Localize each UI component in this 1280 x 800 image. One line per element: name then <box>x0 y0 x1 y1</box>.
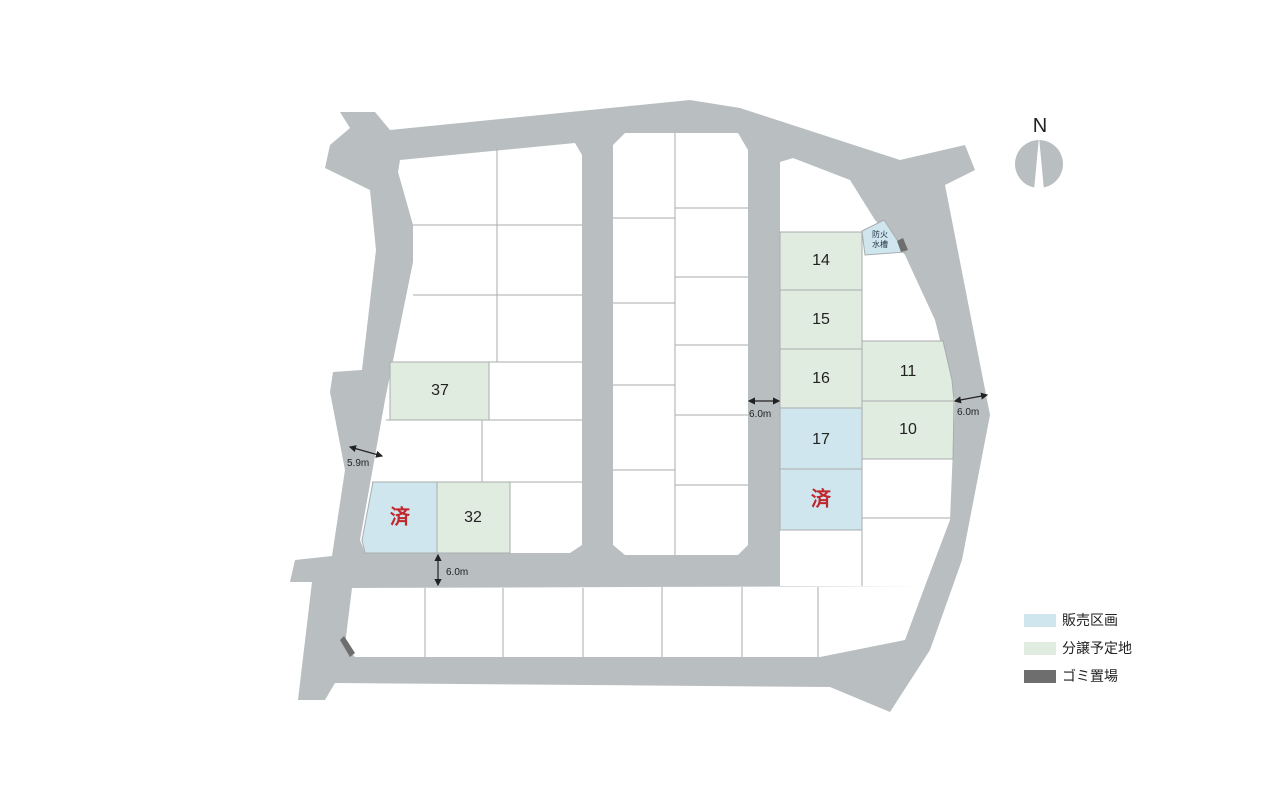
lot-15-label: 15 <box>812 311 830 328</box>
lot-11[interactable] <box>861 340 955 402</box>
dimension-south: 6.0m <box>446 567 468 578</box>
block-south <box>345 586 925 657</box>
lot-11-label: 11 <box>900 363 917 380</box>
dimension-east: 6.0m <box>957 407 979 418</box>
legend-swatch <box>1024 613 1056 627</box>
sold-mark: 済 <box>811 487 832 511</box>
sold-mark: 済 <box>390 505 411 529</box>
legend-item-planned: 分譲予定地 <box>1024 634 1132 662</box>
lot-37-label: 37 <box>431 382 449 399</box>
lot-sold-east[interactable] <box>779 468 863 531</box>
garbage-area-east <box>897 238 908 252</box>
legend-label: 分譲予定地 <box>1062 641 1132 657</box>
fire-tank-label-1: 防火 <box>872 229 888 239</box>
legend: 販売区画 分譲予定地 ゴミ置場 <box>1024 606 1132 690</box>
lot-32[interactable] <box>436 481 511 554</box>
dimension-arrow-east <box>953 392 989 404</box>
lot-32-label: 32 <box>464 509 482 526</box>
dimension-middle: 6.0m <box>749 409 771 420</box>
lot-lines-south <box>424 587 819 657</box>
lot-10-label: 10 <box>899 421 917 438</box>
fire-water-tank <box>861 219 906 256</box>
garbage-area-south <box>340 636 355 657</box>
north-label: N <box>1033 115 1047 137</box>
lot-37[interactable] <box>389 361 490 421</box>
lot-17-label: 17 <box>812 431 830 448</box>
north-arrow-icon <box>1015 137 1063 190</box>
legend-item-sale: 販売区画 <box>1024 606 1132 634</box>
legend-item-garbage: ゴミ置場 <box>1024 662 1132 690</box>
legend-label: 販売区画 <box>1062 613 1118 629</box>
lot-17[interactable] <box>779 407 863 470</box>
legend-label: ゴミ置場 <box>1062 669 1118 685</box>
lot-16-label: 16 <box>812 370 830 387</box>
lot-15[interactable] <box>779 289 863 350</box>
legend-swatch <box>1024 641 1056 655</box>
lot-10[interactable] <box>861 400 955 460</box>
dimension-arrow-west <box>348 445 384 458</box>
block-west <box>360 143 582 553</box>
lot-14-label: 14 <box>812 252 830 269</box>
dimension-west: 5.9m <box>347 458 369 469</box>
fire-tank-label-2: 水槽 <box>872 239 888 249</box>
lot-14[interactable] <box>779 231 863 291</box>
lot-sold-west[interactable] <box>361 481 438 554</box>
legend-swatch <box>1024 669 1056 683</box>
lot-lines-middle <box>613 133 748 555</box>
block-middle <box>613 133 748 555</box>
